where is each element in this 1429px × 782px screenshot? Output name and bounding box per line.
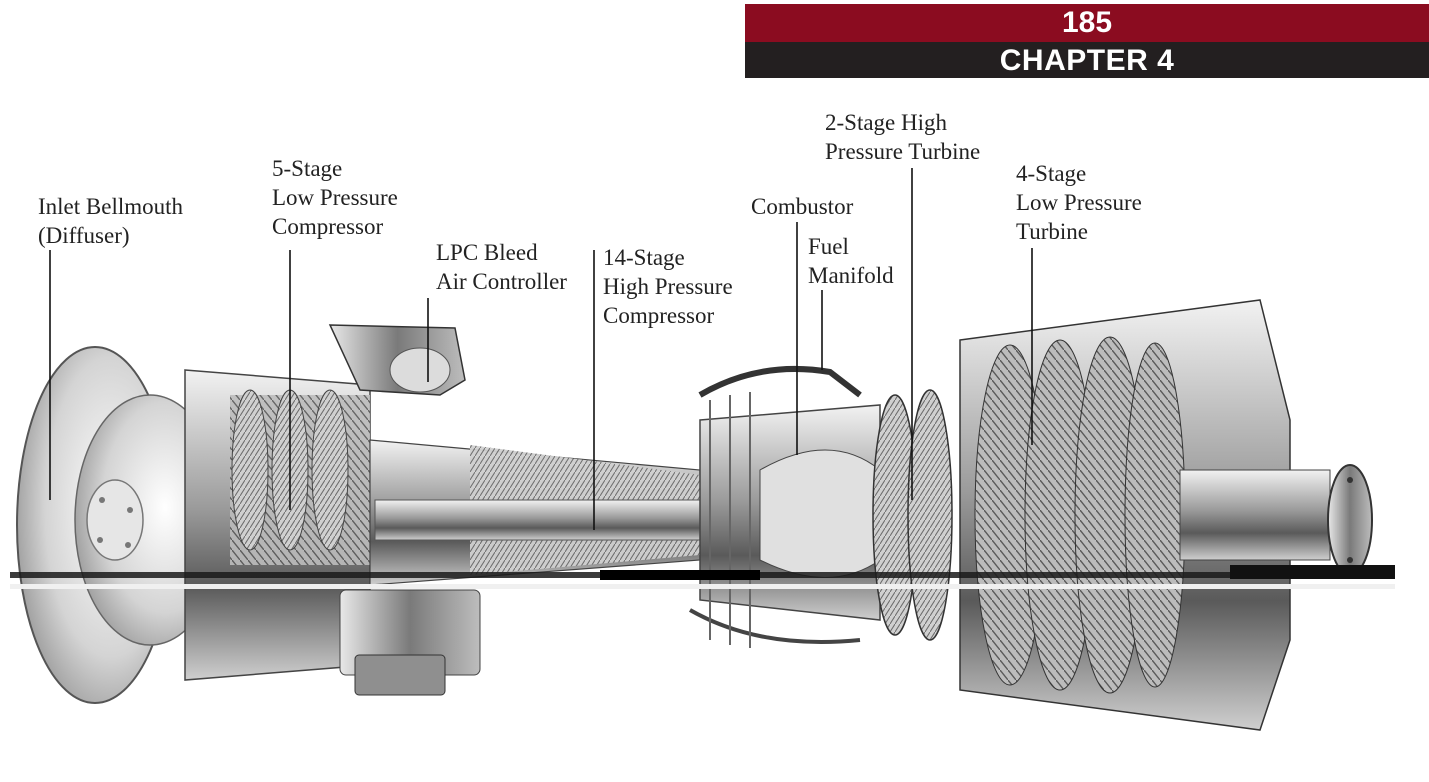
chapter-title: CHAPTER 4 <box>745 42 1429 78</box>
label-line: Low Pressure <box>1016 190 1142 215</box>
combustor-section <box>689 365 881 648</box>
label-line: (Diffuser) <box>38 223 130 248</box>
label-high-pressure-compressor: 14-Stage High Pressure Compressor <box>603 243 733 330</box>
label-line: Fuel <box>808 234 849 259</box>
label-combustor: Combustor <box>751 192 853 221</box>
page-number: 185 <box>745 4 1429 42</box>
label-low-pressure-turbine: 4-Stage Low Pressure Turbine <box>1016 159 1142 246</box>
label-lpc-bleed-air-controller: LPC Bleed Air Controller <box>436 238 567 296</box>
label-low-pressure-compressor: 5-Stage Low Pressure Compressor <box>272 154 398 241</box>
label-line: Manifold <box>808 263 894 288</box>
low-pressure-turbine <box>959 299 1373 731</box>
label-line: Inlet Bellmouth <box>38 194 184 219</box>
leader-lines <box>49 168 1033 530</box>
label-high-pressure-turbine: 2-Stage High Pressure Turbine <box>825 108 980 166</box>
high-pressure-compressor <box>369 439 706 586</box>
label-inlet-bellmouth: Inlet Bellmouth (Diffuser) <box>38 192 183 250</box>
label-line: 14-Stage <box>603 245 685 270</box>
label-fuel-manifold: Fuel Manifold <box>808 232 894 290</box>
label-line: Combustor <box>751 194 854 219</box>
label-line: High Pressure <box>603 274 733 299</box>
label-line: Pressure Turbine <box>825 139 981 164</box>
label-line: 5-Stage <box>272 156 343 181</box>
label-line: 4-Stage <box>1016 161 1087 186</box>
accessory-gearbox <box>339 589 481 696</box>
low-pressure-compressor <box>184 324 466 681</box>
label-line: LPC Bleed <box>436 240 538 265</box>
chapter-header: 185 CHAPTER 4 <box>745 4 1429 78</box>
label-line: Low Pressure <box>272 185 398 210</box>
label-line: Turbine <box>1016 219 1088 244</box>
label-line: Compressor <box>272 214 384 239</box>
label-line: Air Controller <box>436 269 567 294</box>
label-line: Compressor <box>603 303 715 328</box>
scan-artifact <box>10 565 1395 589</box>
label-line: 2-Stage High <box>825 110 948 135</box>
